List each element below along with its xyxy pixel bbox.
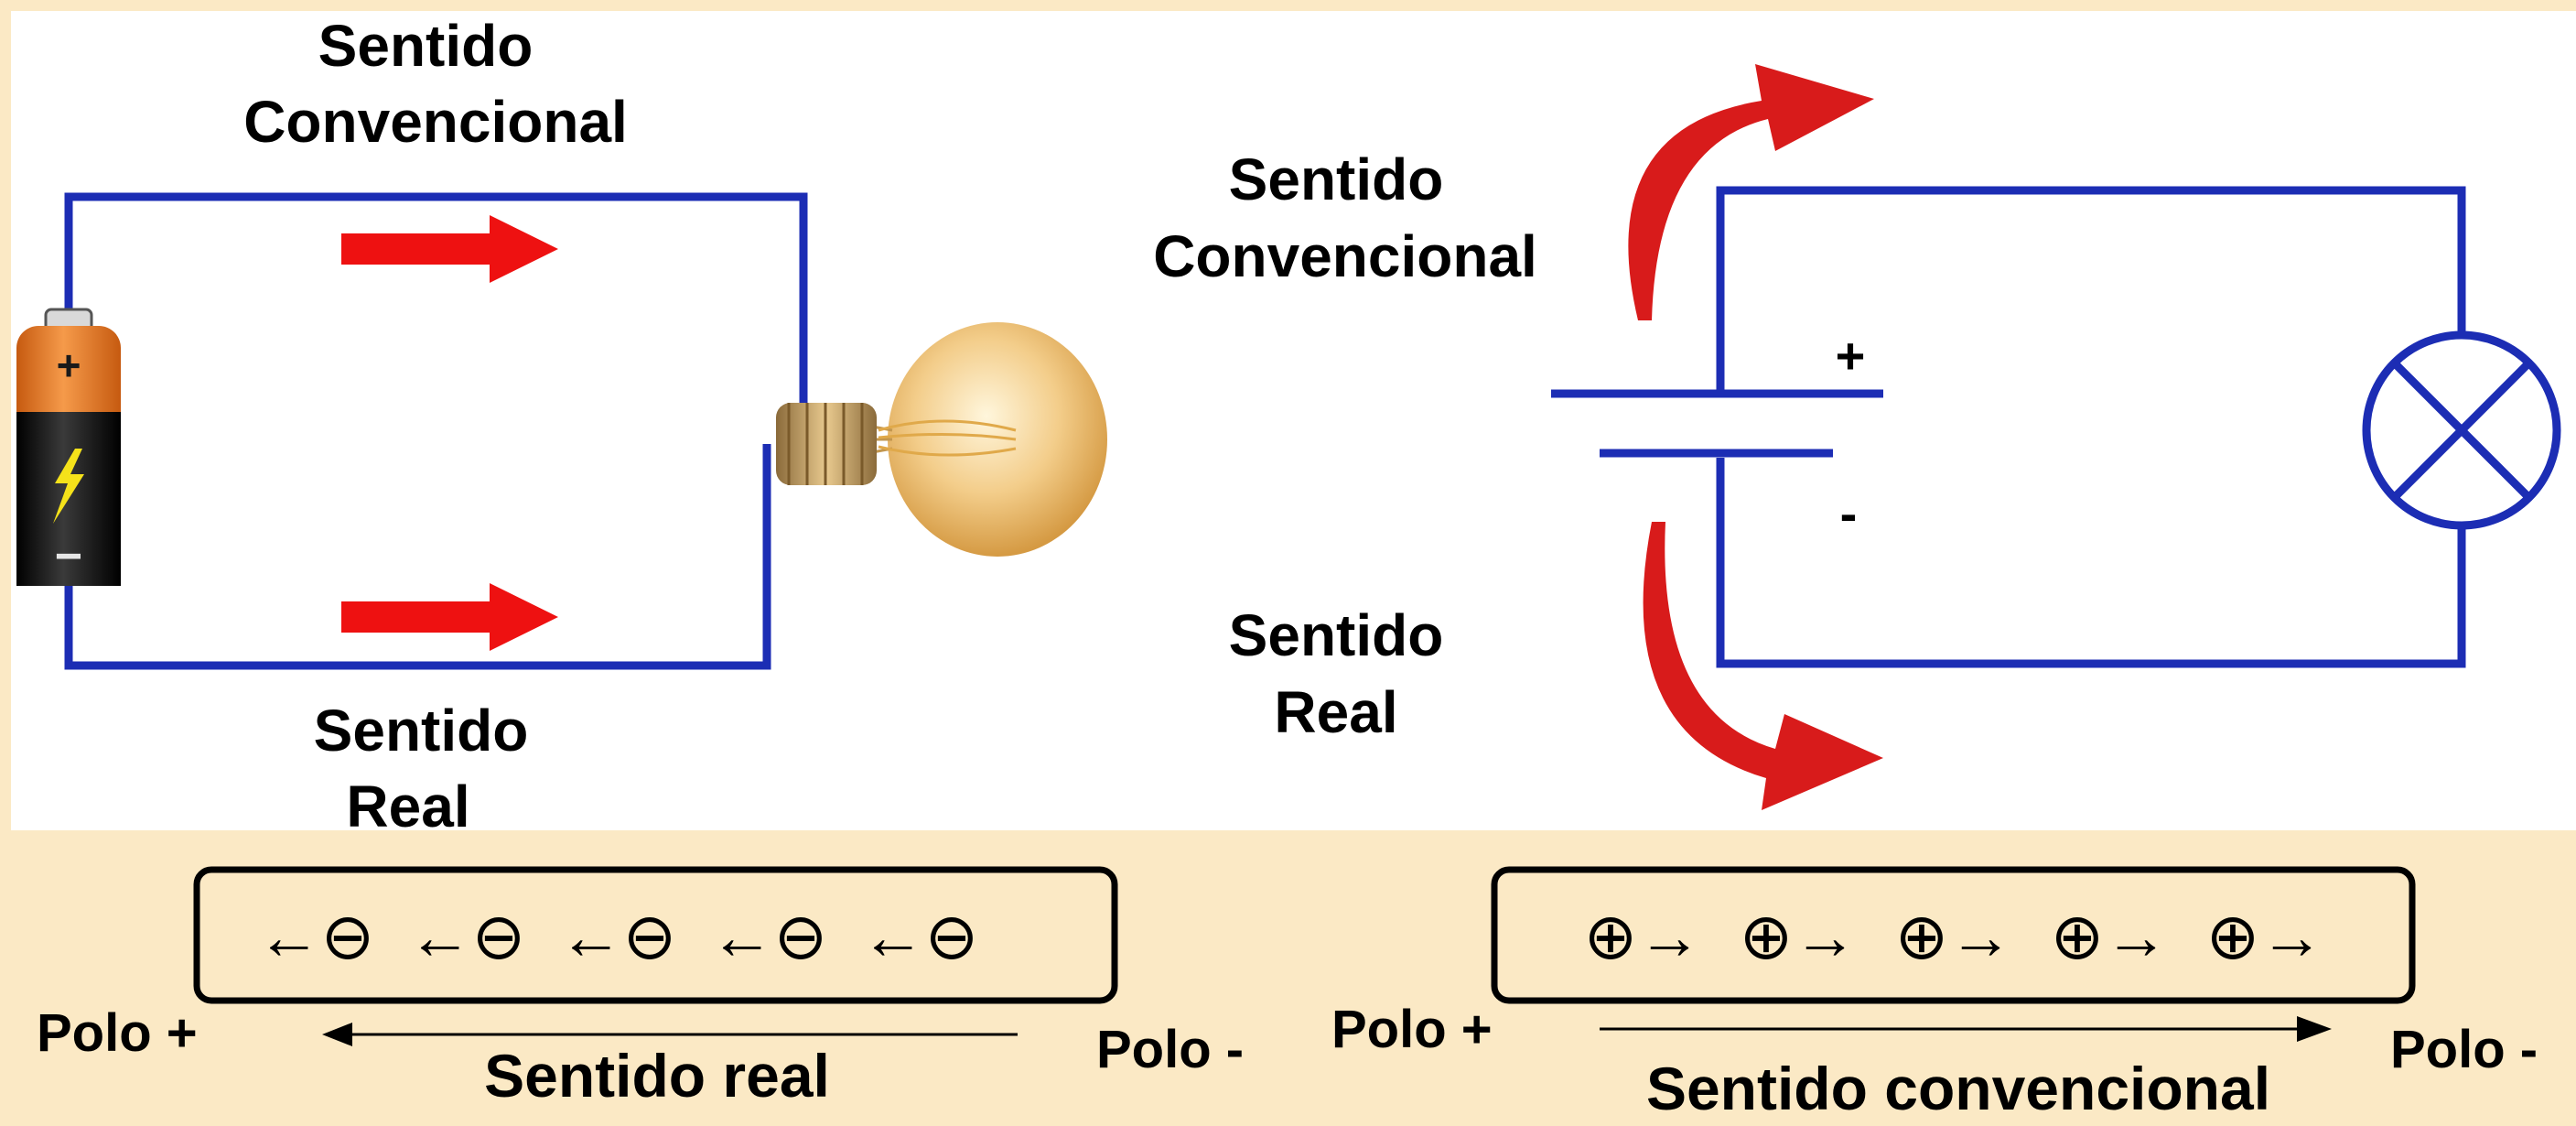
light-bulb-icon [776, 322, 1107, 557]
battery: + − [16, 308, 121, 586]
battery-plus-sign: + [57, 341, 81, 389]
conventional-direction-label: Sentido convencional [1646, 1055, 2270, 1121]
positive-charge-2: ⊕→ [1740, 901, 1858, 972]
pole-minus-left: Polo - [1096, 1020, 1244, 1079]
real-current-arrow [341, 583, 558, 651]
conventional-label-line2: Convencional [243, 89, 628, 155]
schematic-minus-sign: - [1840, 484, 1858, 542]
lamp-symbol [2362, 330, 2561, 530]
schematic-real-line2: Real [1274, 679, 1397, 745]
schematic-conventional-line2: Convencional [1153, 223, 1537, 289]
real-direction-label: Sentido real [484, 1042, 830, 1110]
conventional-curved-arrow [1628, 64, 1874, 320]
real-direction-diagram: ←⊖ ←⊖ ←⊖ ←⊖ ←⊖ Polo + Polo - Sentido real [37, 866, 1244, 1110]
electron-charge-1: ←⊖ [257, 901, 375, 972]
electron-charge-2: ←⊖ [408, 901, 526, 972]
positive-charge-3: ⊕→ [1895, 901, 2013, 972]
conductor-box [1491, 866, 2416, 1004]
real-label-line1: Sentido [314, 698, 529, 763]
conductor-box [193, 866, 1118, 1004]
real-curved-arrow [1643, 522, 1883, 810]
conventional-direction-diagram: ⊕→ ⊕→ ⊕→ ⊕→ ⊕→ Polo + Polo - Sentido convenc… [1331, 866, 2538, 1122]
pole-plus-right: Polo + [1331, 1000, 1493, 1059]
schematic-plus-sign: + [1836, 327, 1866, 384]
schematic-circuit: + - Sentido Convencional Sentido Real [1153, 64, 2561, 810]
conventional-direction-arrowhead [2297, 1016, 2332, 1042]
circuit-wire [64, 192, 808, 670]
electron-charge-4: ←⊖ [710, 901, 828, 972]
electron-charge-5: ←⊖ [861, 901, 979, 972]
top-right-panel [1131, 11, 2576, 830]
positive-charge-4: ⊕→ [2051, 901, 2169, 972]
schematic-wire [1716, 186, 2466, 668]
pole-plus-left: Polo + [37, 1003, 198, 1063]
schematic-real-line1: Sentido [1229, 602, 1444, 668]
pictorial-circuit: + − Sentido Convencional Sentido Real [16, 13, 1107, 839]
electron-charge-3: ←⊖ [559, 901, 677, 972]
battery-minus-sign: − [55, 530, 82, 583]
schematic-conventional-line1: Sentido [1229, 146, 1444, 212]
positive-charge-1: ⊕→ [1584, 901, 1702, 972]
real-direction-arrowhead [322, 1023, 352, 1046]
real-label-line2: Real [346, 774, 469, 839]
conventional-current-arrow [341, 215, 558, 283]
conventional-label-line1: Sentido [318, 13, 534, 79]
lightning-bolt-icon [53, 449, 84, 524]
pole-minus-right: Polo - [2390, 1020, 2538, 1079]
positive-charge-5: ⊕→ [2206, 901, 2324, 972]
